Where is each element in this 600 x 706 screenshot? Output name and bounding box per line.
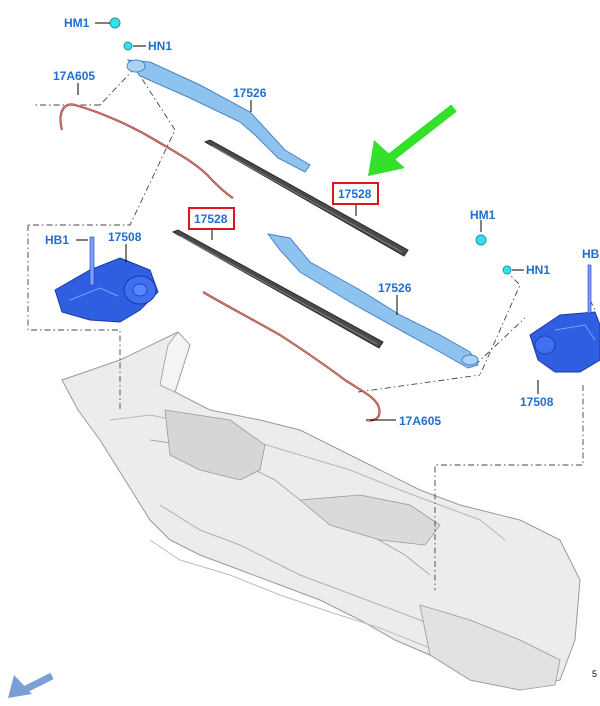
label-hose-right: 17A605 [399,414,441,428]
nut-hn1-left [123,41,133,51]
back-arrow-icon[interactable] [8,672,54,698]
label-hm1-left: HM1 [64,16,90,30]
label-blade-lower: 17528 [194,212,228,226]
cowl-panel [61,331,581,691]
label-blade-upper: 17528 [338,187,372,201]
label-arm-upper: 17526 [233,86,267,100]
wiper-arm-lower [266,233,479,369]
washer-hose-upper [59,103,234,199]
wiper-motor-right [529,264,600,373]
nut-hn1-right [502,265,512,275]
label-motor-left: 17508 [108,230,142,244]
label-hb1-left: HB1 [45,233,69,247]
green-arrow-icon [368,104,457,176]
washer-hose-lower [202,291,381,422]
label-hose-left: 17A605 [53,69,95,83]
wiper-blade-upper [203,139,409,257]
label-hn1-left: HN1 [148,39,172,53]
label-arm-lower: 17526 [378,281,412,295]
leader-lines [76,22,539,421]
label-motor-right: 17508 [520,395,554,409]
wiper-arm-upper [126,59,311,173]
wiper-motor-left [54,236,159,323]
label-hb1-right: HB1 [582,247,600,261]
nut-hm1-right [475,234,487,246]
label-hm1-right: HM1 [470,208,496,222]
page-mark: 5 [592,669,597,679]
highlight-box-lower [188,207,235,230]
nut-hm1-left [109,17,121,29]
highlight-box-upper [332,182,379,205]
label-hn1-right: HN1 [526,263,550,277]
wiper-blade-lower [171,229,384,349]
